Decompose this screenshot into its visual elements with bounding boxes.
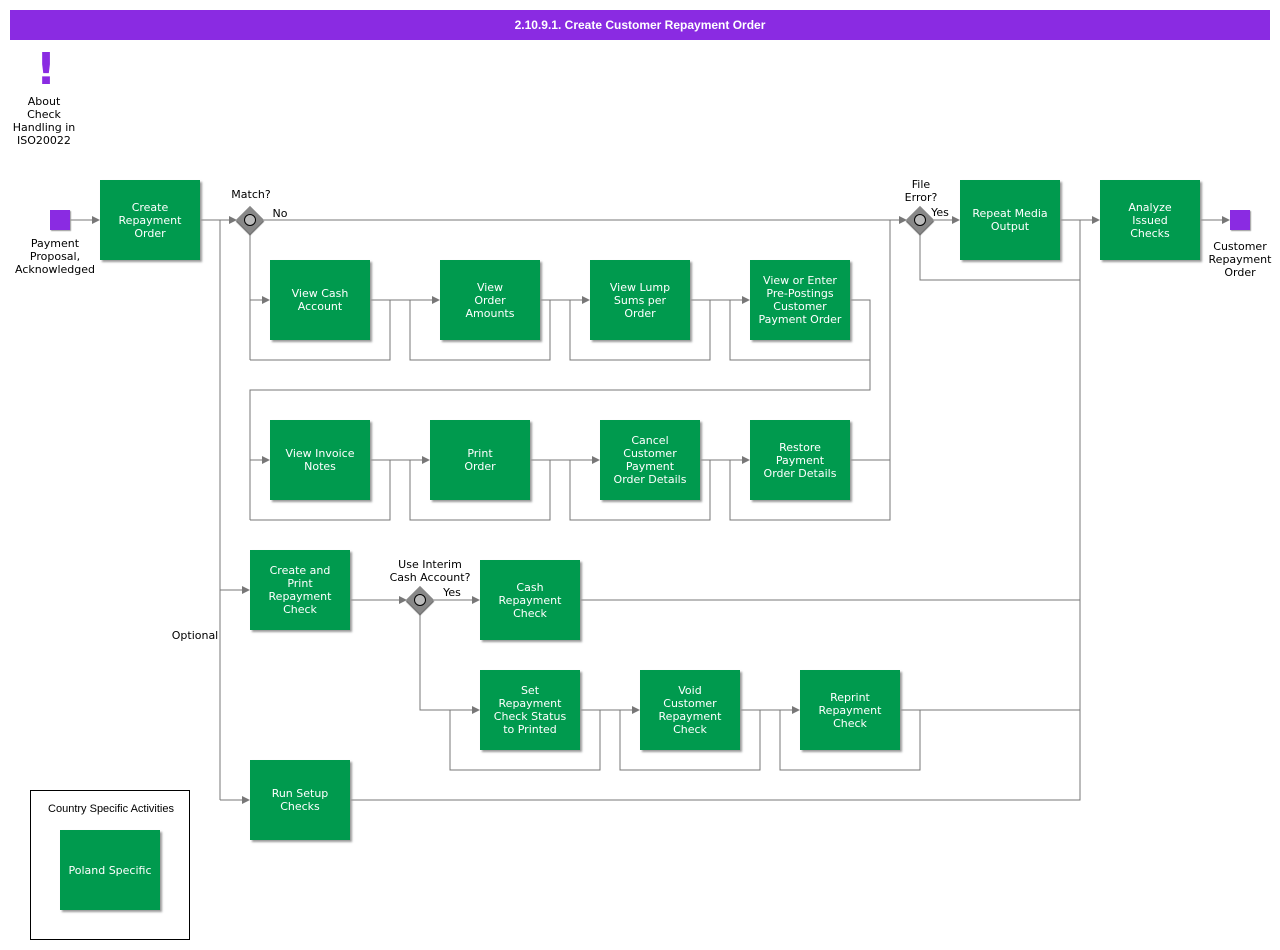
task-view-invoice-notes[interactable]: View Invoice Notes xyxy=(270,420,370,500)
match-no-label: No xyxy=(272,207,288,220)
note-label[interactable]: About Check Handling in ISO20022 xyxy=(12,95,76,147)
file-error-gateway-label: File Error? xyxy=(904,178,938,204)
diagram-title: 2.10.9.1. Create Customer Repayment Orde… xyxy=(10,10,1270,40)
task-restore-payment-order-details[interactable]: Restore Payment Order Details xyxy=(750,420,850,500)
task-run-setup-checks[interactable]: Run Setup Checks xyxy=(250,760,350,840)
legend-item-poland-specific: Poland Specific xyxy=(60,830,160,910)
task-repeat-media-output[interactable]: Repeat Media Output xyxy=(960,180,1060,260)
start-event-label: Payment Proposal, Acknowledged xyxy=(15,237,95,276)
task-cash-repayment-check[interactable]: Cash Repayment Check xyxy=(480,560,580,640)
task-void-repayment-check[interactable]: Void Customer Repayment Check xyxy=(640,670,740,750)
task-cancel-payment-order-details[interactable]: Cancel Customer Payment Order Details xyxy=(600,420,700,500)
task-reprint-repayment-check[interactable]: Reprint Repayment Check xyxy=(800,670,900,750)
file-error-yes-label: Yes xyxy=(931,206,949,219)
exclamation-icon[interactable]: ! xyxy=(36,44,57,95)
match-gateway-label: Match? xyxy=(231,188,271,201)
task-analyze-issued-checks[interactable]: Analyze Issued Checks xyxy=(1100,180,1200,260)
legend: Country Specific Activities Poland Speci… xyxy=(30,790,190,940)
start-event[interactable] xyxy=(50,210,70,230)
task-view-cash-account[interactable]: View Cash Account xyxy=(270,260,370,340)
task-set-check-status-printed[interactable]: Set Repayment Check Status to Printed xyxy=(480,670,580,750)
end-event-label: Customer Repayment Order xyxy=(1208,240,1272,279)
task-print-order[interactable]: Print Order xyxy=(430,420,530,500)
task-create-print-repayment-check[interactable]: Create and Print Repayment Check xyxy=(250,550,350,630)
optional-label: Optional xyxy=(171,629,219,642)
task-view-order-amounts[interactable]: View Order Amounts xyxy=(440,260,540,340)
task-view-lump-sums[interactable]: View Lump Sums per Order xyxy=(590,260,690,340)
legend-title: Country Specific Activities xyxy=(48,803,174,815)
task-view-enter-prepostings[interactable]: View or Enter Pre-Postings Customer Paym… xyxy=(750,260,850,340)
interim-account-gateway-label: Use Interim Cash Account? xyxy=(389,558,471,584)
interim-yes-label: Yes xyxy=(443,586,461,599)
end-event[interactable] xyxy=(1230,210,1250,230)
task-create-repayment-order[interactable]: Create Repayment Order xyxy=(100,180,200,260)
